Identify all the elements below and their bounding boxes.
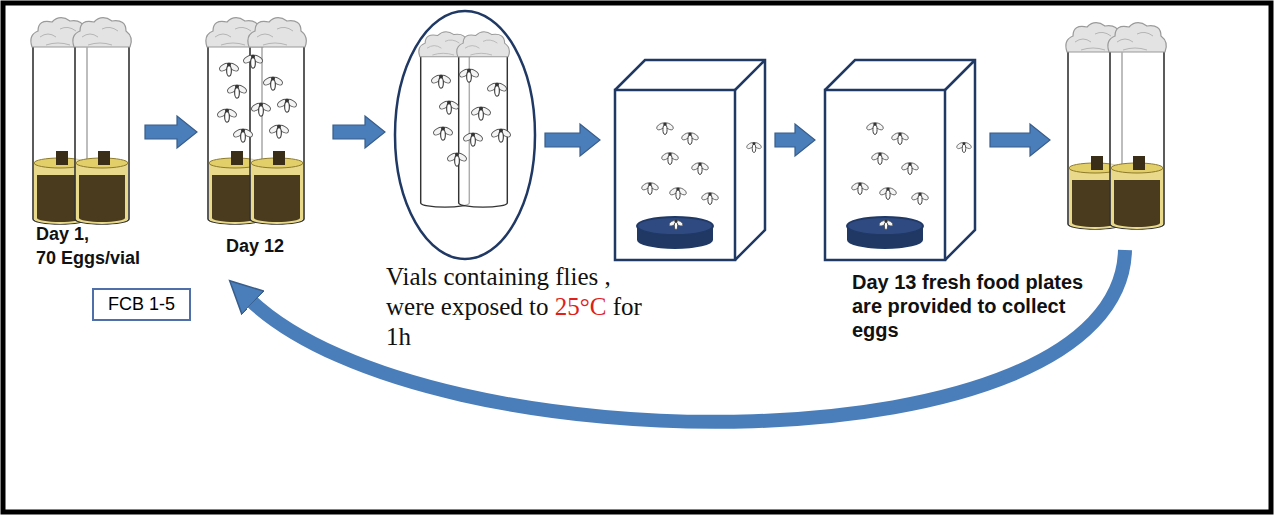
box-text: FCB 1-5 bbox=[108, 294, 175, 315]
egg-count-label: 70 Eggs/vial bbox=[36, 248, 140, 270]
step-note: Day 13 fresh food plates are provided to… bbox=[852, 270, 1092, 342]
temperature-value: 25°C bbox=[555, 293, 607, 320]
day-label: Day 1, bbox=[36, 224, 89, 246]
day-label: Day 12 bbox=[226, 236, 284, 258]
step-note: Vials containing flies , were exposed to… bbox=[386, 262, 661, 352]
cycle-label-box: FCB 1-5 bbox=[92, 288, 191, 321]
